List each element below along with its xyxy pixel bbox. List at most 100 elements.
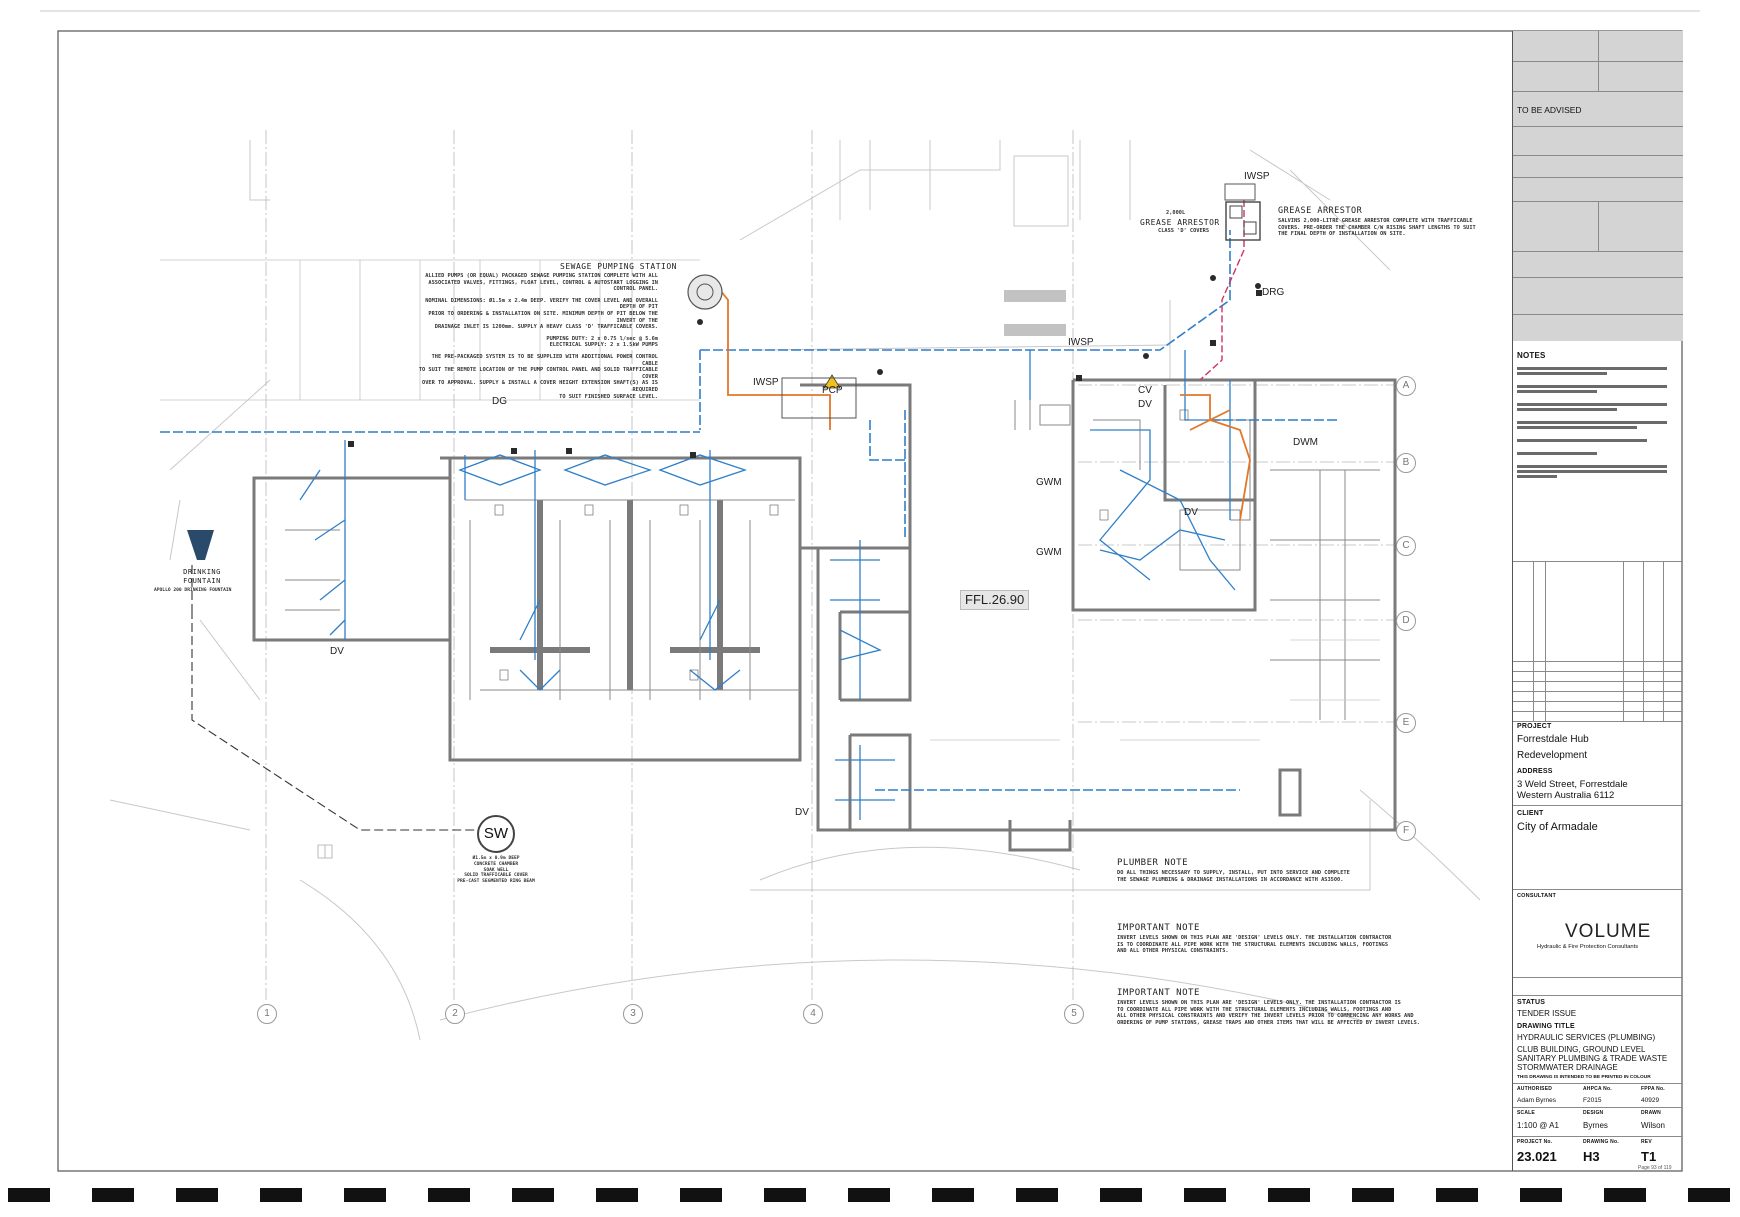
project-no-label: PROJECT No. (1517, 1139, 1553, 1145)
advised-value: TO BE ADVISED (1517, 105, 1582, 115)
revision-table (1513, 561, 1683, 722)
grid-bubble-col-3: 3 (623, 1004, 643, 1024)
title-block: TO BE ADVISED NOTES (1512, 31, 1683, 1171)
project-line-1: Forrestdale Hub (1517, 734, 1589, 745)
drawing-title-label: DRAWING TITLE (1517, 1023, 1575, 1030)
plumber-note-title: PLUMBER NOTE (1117, 858, 1189, 868)
authorised-value: Adam Byrnes (1517, 1097, 1557, 1104)
registration-marks (0, 1188, 1740, 1202)
sw-pit-notes: Ø1.5m x 0.9m DEEP CONCRETE CHAMBER SOAK … (457, 856, 535, 885)
fppa-value: 40929 (1641, 1097, 1660, 1104)
gwm-tag: GWM (1036, 547, 1062, 558)
notes-title: NOTES (1517, 351, 1546, 360)
sewage-station-notes: ALLIED PUMPS (OR EQUAL) PACKAGED SEWAGE … (418, 273, 658, 400)
notes-text-block (1517, 365, 1677, 480)
grease-line (1199, 200, 1245, 381)
rev-value: T1 (1641, 1149, 1657, 1164)
grid-bubble-row-f: F (1396, 821, 1416, 841)
important-note-2-body: INVERT LEVELS SHOWN ON THIS PLAN ARE 'DE… (1117, 1000, 1420, 1026)
grease-arrestor-capacity: 2,000L (1166, 210, 1186, 216)
scale-label: SCALE (1517, 1110, 1535, 1116)
authorised-label: AUTHORISED (1517, 1086, 1553, 1092)
grid-bubble-col-2: 2 (445, 1004, 465, 1024)
dwm-tag: DWM (1293, 437, 1318, 448)
sewage-pump-station-symbol (687, 274, 723, 310)
grid-bubble-row-b: B (1396, 453, 1416, 473)
fppa-label: FPPA No. (1641, 1086, 1665, 1092)
iwsp-tag: IWSP (1068, 337, 1094, 348)
design-value: Byrnes (1583, 1121, 1608, 1130)
important-note-2-title: IMPORTANT NOTE (1117, 988, 1200, 998)
grid-bubble-row-e: E (1396, 713, 1416, 733)
iwsp-tag: IWSP (753, 377, 779, 388)
pcp-tag: PCP (822, 385, 843, 396)
grid-bubble-row-c: C (1396, 536, 1416, 556)
scale-value: 1:100 @ A1 (1517, 1121, 1559, 1130)
volume-logo-sub: Hydraulic & Fire Protection Consultants (1537, 944, 1639, 950)
cv-tag: CV (1138, 385, 1152, 396)
project-line-2: Redevelopment (1517, 750, 1588, 761)
dv-tag: DV (795, 807, 809, 818)
project-no-value: 23.021 (1517, 1149, 1557, 1164)
iwsp-tag: IWSP (1244, 171, 1270, 182)
building-walls (252, 378, 1397, 852)
ahpca-label: AHPCA No. (1583, 1086, 1612, 1092)
ffl-level-label: FFL.26.90 (960, 590, 1030, 610)
grease-arrestor-tag: GREASE ARRESTOR (1140, 218, 1220, 227)
client-label: CLIENT (1517, 810, 1544, 817)
drawn-value: Wilson (1641, 1121, 1666, 1130)
drinking-fountain-sub: APOLLO 200 DRINKING FOUNTAIN (154, 588, 232, 593)
drg-tag: DRG (1262, 287, 1285, 298)
sewer-main (160, 230, 1340, 791)
page-number: Page 93 of 119 (1638, 1165, 1672, 1171)
plumber-note-body: DO ALL THINGS NECESSARY TO SUPPLY, INSTA… (1117, 870, 1350, 883)
drinking-fountain-title: DRINKING FOUNTAIN (183, 568, 221, 585)
drawn-label: DRAWN (1641, 1110, 1661, 1116)
grid-bubble-row-d: D (1396, 611, 1416, 631)
pressure-main (719, 289, 1251, 521)
consultant-label: CONSULTANT (1517, 893, 1557, 899)
client-name: City of Armadale (1517, 821, 1598, 833)
grease-arrestor-notes: SALVINS 2,000-LITRE GREASE ARRESTOR COMP… (1278, 218, 1476, 238)
grid-bubble-col-4: 4 (803, 1004, 823, 1024)
sheet-border (57, 30, 1683, 1172)
drawing-title-4: STORMWATER DRAINAGE (1517, 1063, 1618, 1072)
address-label: ADDRESS (1517, 768, 1553, 775)
dv-tag: DV (1184, 507, 1198, 518)
sewage-station-title: SEWAGE PUMPING STATION (560, 262, 677, 271)
site-lines (109, 140, 1481, 1041)
ahpca-value: F2015 (1583, 1097, 1602, 1104)
grease-arrestor-title: GREASE ARRESTOR (1278, 206, 1363, 216)
status-value: TENDER ISSUE (1517, 1009, 1577, 1018)
drawing-no-label: DRAWING No. (1583, 1139, 1619, 1145)
project-label: PROJECT (1517, 723, 1552, 730)
sw-pit-symbol: SW (477, 815, 515, 853)
address-line-2: Western Australia 6112 (1517, 790, 1615, 801)
grease-arrestor-tag-sub: CLASS 'D' COVERS (1158, 228, 1210, 234)
parking-lines (160, 259, 700, 401)
dv-tag: DV (330, 646, 344, 657)
grid-bubble-col-5: 5 (1064, 1004, 1084, 1024)
drawing-title-1: HYDRAULIC SERVICES (PLUMBING) (1517, 1033, 1656, 1042)
drawing-title-2: CLUB BUILDING, GROUND LEVEL (1517, 1045, 1646, 1054)
drawing-title-3: SANITARY PLUMBING & TRADE WASTE (1517, 1054, 1668, 1063)
important-note-1-body: INVERT LEVELS SHOWN ON THIS PLAN ARE 'DE… (1117, 935, 1392, 955)
grease-arrestor-symbol (1225, 201, 1261, 241)
cubicle-walls (490, 500, 760, 690)
dg-tag: DG (492, 396, 507, 407)
drinking-fountain-symbol (187, 530, 214, 560)
gwm-tag: GWM (1036, 477, 1062, 488)
grid-bubble-col-1: 1 (257, 1004, 277, 1024)
rev-label: REV (1641, 1139, 1652, 1145)
drawing-no-value: H3 (1583, 1149, 1600, 1164)
important-note-1-title: IMPORTANT NOTE (1117, 923, 1200, 933)
volume-logo: VOLUME (1565, 921, 1652, 942)
sewer-branches (299, 350, 1236, 820)
design-label: DESIGN (1583, 1110, 1604, 1116)
grid-bubble-row-a: A (1396, 376, 1416, 396)
address-line-1: 3 Weld Street, Forrestdale (1517, 779, 1628, 790)
status-label: STATUS (1517, 999, 1546, 1006)
colour-note: THIS DRAWING IS INTENDED TO BE PRINTED I… (1517, 1075, 1651, 1080)
